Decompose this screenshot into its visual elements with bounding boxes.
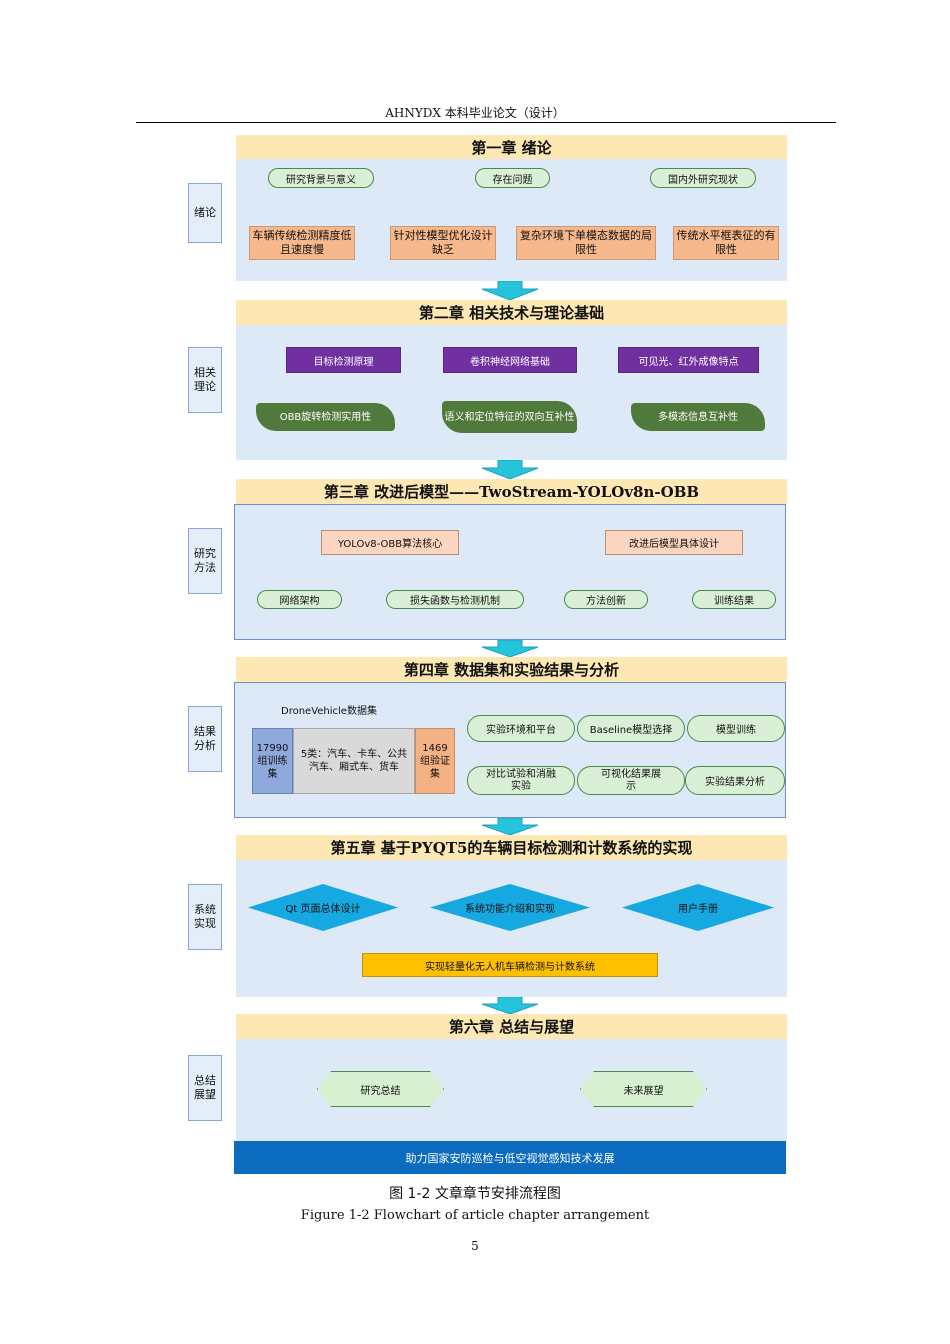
chapter6-side-label: 总结展望 xyxy=(188,1055,222,1121)
hex-future-outlook: 未来展望 xyxy=(580,1071,707,1107)
visualization-display: 可视化结果展示 xyxy=(577,766,685,795)
hex-research-summary: 研究总结 xyxy=(317,1071,444,1107)
model-training: 模型训练 xyxy=(687,715,785,742)
mission-band: 助力国家安防巡检与低空视觉感知技术发展 xyxy=(234,1141,786,1174)
theory-cnn-basics: 卷积神经网络基础 xyxy=(443,347,577,373)
chapter-arrow-5 xyxy=(481,996,539,1015)
header-rule xyxy=(136,122,836,123)
system-result-box: 实现轻量化无人机车辆检测与计数系统 xyxy=(362,953,658,977)
experiment-environment: 实验环境和平台 xyxy=(467,715,575,742)
chapter-arrow-4 xyxy=(481,817,539,836)
chapter2-panel xyxy=(236,325,787,460)
figure-caption-en: Figure 1-2 Flowchart of article chapter … xyxy=(300,1208,650,1223)
chapter2-side-label: 相关理论 xyxy=(188,347,222,413)
chapter3-panel xyxy=(234,504,786,640)
chapter1-title: 第一章 绪论 xyxy=(236,135,787,159)
chapter-arrow-1 xyxy=(481,280,539,301)
figure-caption-cn: 图 1-2 文章章节安排流程图 xyxy=(389,1186,561,1202)
result-analysis: 实验结果分析 xyxy=(685,766,785,795)
dataset-label: DroneVehicle数据集 xyxy=(281,706,377,717)
comparison-ablation: 对比试验和消融实验 xyxy=(467,766,575,795)
chapter4-side-label: 结果分析 xyxy=(188,706,222,772)
theory-multimodal-complementarity: 多模态信息互补性 xyxy=(631,403,765,431)
chapter1-side-label: 绪论 xyxy=(188,183,222,243)
pill-research-status: 国内外研究现状 xyxy=(650,168,756,188)
chapter3-side-label: 研究方法 xyxy=(188,528,222,594)
method-network-architecture: 网络架构 xyxy=(257,590,342,609)
dataset-test: 1469组验证集 xyxy=(415,728,455,794)
chapter3-title: 第三章 改进后模型——TwoStream-YOLOv8n-OBB xyxy=(236,479,787,504)
chapter5-title: 第五章 基于PYQT5的车辆目标检测和计数系统的实现 xyxy=(236,835,787,860)
theory-feature-complementarity: 语义和定位特征的双向互补性 xyxy=(442,401,577,433)
problem-box-4: 传统水平框表征的有限性 xyxy=(673,226,779,260)
theory-object-detection: 目标检测原理 xyxy=(286,347,401,373)
problem-box-1: 车辆传统检测精度低且速度慢 xyxy=(249,226,355,260)
method-innovation: 方法创新 xyxy=(564,590,648,609)
method-yolov8-core: YOLOv8-OBB算法核心 xyxy=(321,530,459,555)
chapter4-title: 第四章 数据集和实验结果与分析 xyxy=(236,657,787,682)
chapter5-side-label: 系统实现 xyxy=(188,884,222,950)
chapter-arrow-2 xyxy=(481,459,539,480)
chapter-arrow-3 xyxy=(481,639,539,658)
chapter6-title: 第六章 总结与展望 xyxy=(236,1014,787,1039)
dataset-classes: 5类：汽车、卡车、公共汽车、厢式车、货车 xyxy=(293,728,415,794)
baseline-selection: Baseline模型选择 xyxy=(577,715,685,742)
pill-existing-problems: 存在问题 xyxy=(475,168,550,188)
dataset-train: 17990组训练集 xyxy=(252,728,293,794)
page-header: AHNYDX 本科毕业论文（设计） xyxy=(385,106,565,120)
method-loss-detection: 损失函数与检测机制 xyxy=(386,590,524,609)
method-improved-design: 改进后模型具体设计 xyxy=(605,530,743,555)
theory-obb-practicality: OBB旋转检测实用性 xyxy=(256,403,395,431)
problem-box-2: 针对性模型优化设计缺乏 xyxy=(390,226,496,260)
problem-box-3: 复杂环境下单模态数据的局限性 xyxy=(516,226,656,260)
pill-research-background: 研究背景与意义 xyxy=(268,168,374,188)
chapter2-title: 第二章 相关技术与理论基础 xyxy=(236,300,787,325)
theory-imaging-features: 可见光、红外成像特点 xyxy=(618,347,759,373)
method-training-results: 训练结果 xyxy=(692,590,776,609)
page-number: 5 xyxy=(471,1239,479,1253)
